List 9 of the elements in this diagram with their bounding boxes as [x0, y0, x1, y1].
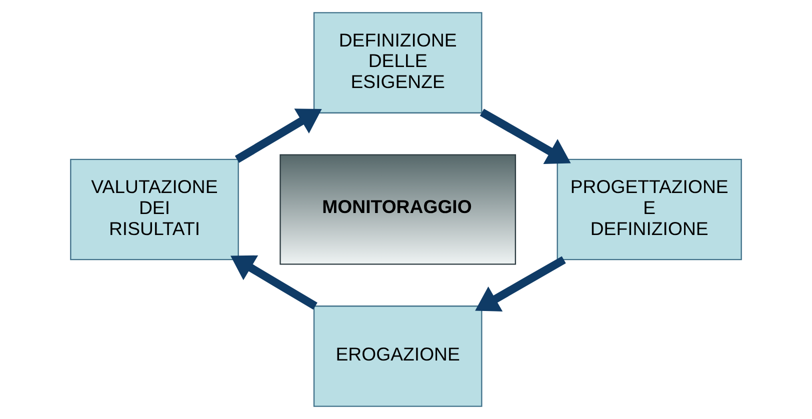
arrow — [230, 255, 318, 310]
node-box: MONITORAGGIO — [280, 154, 516, 265]
node-box: PROGETTAZIONE E DEFINIZIONE — [556, 158, 742, 260]
node-box: VALUTAZIONE DEI RISULTATI — [70, 158, 239, 260]
node-box: DEFINIZIONE DELLE ESIGENZE — [313, 12, 482, 114]
arrow — [475, 256, 566, 312]
node-box: EROGAZIONE — [313, 306, 482, 407]
arrow — [480, 108, 571, 164]
arrow — [234, 108, 322, 163]
